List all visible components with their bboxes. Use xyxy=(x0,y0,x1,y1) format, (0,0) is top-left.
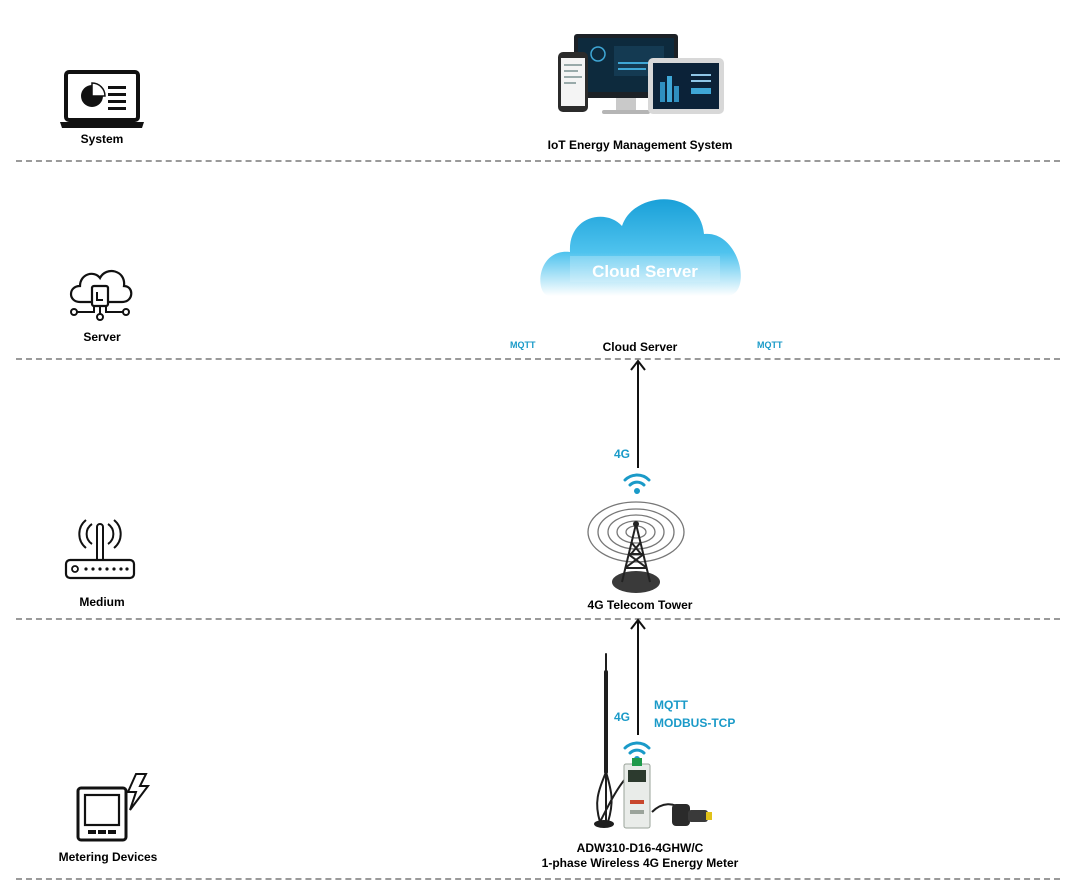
layer-label-server: Server xyxy=(83,330,121,344)
energy-meter-image xyxy=(590,652,720,832)
meter-caption-line2: 1-phase Wireless 4G Energy Meter xyxy=(541,856,739,870)
mqtt-left-label: MQTT xyxy=(510,340,536,350)
layer-label-metering: Metering Devices xyxy=(58,850,158,864)
arrow-tower-to-cloud xyxy=(628,358,648,470)
meter-link-label: 4G xyxy=(614,710,631,724)
mqtt-right-label: MQTT xyxy=(757,340,783,350)
divider-medium-metering xyxy=(16,618,1060,620)
layer-label-system: System xyxy=(80,132,124,146)
laptop-chart-icon xyxy=(58,70,146,132)
tower-link-label: 4G xyxy=(614,447,631,461)
telecom-tower-image xyxy=(584,498,688,598)
divider-system-server xyxy=(16,160,1060,162)
wifi-icon xyxy=(622,470,652,496)
cloud-server-icon xyxy=(64,262,136,326)
router-icon xyxy=(62,514,138,586)
cloud-graphic xyxy=(540,186,750,336)
cloud-caption: Cloud Server xyxy=(602,340,678,354)
meter-protocol-1: MQTT xyxy=(654,698,688,712)
divider-bottom xyxy=(16,878,1060,880)
arrow-meter-to-tower xyxy=(628,617,648,737)
tower-caption: 4G Telecom Tower xyxy=(587,598,693,612)
layer-label-medium: Medium xyxy=(79,595,125,609)
meter-lightning-icon xyxy=(76,772,160,842)
divider-server-medium xyxy=(16,358,1060,360)
cloud-inner-label: Cloud Server xyxy=(592,262,698,281)
devices-image xyxy=(556,32,726,122)
meter-caption-line1: ADW310-D16-4GHW/C xyxy=(576,841,704,855)
meter-protocol-2: MODBUS-TCP xyxy=(654,716,736,730)
system-caption: IoT Energy Management System xyxy=(547,138,733,152)
